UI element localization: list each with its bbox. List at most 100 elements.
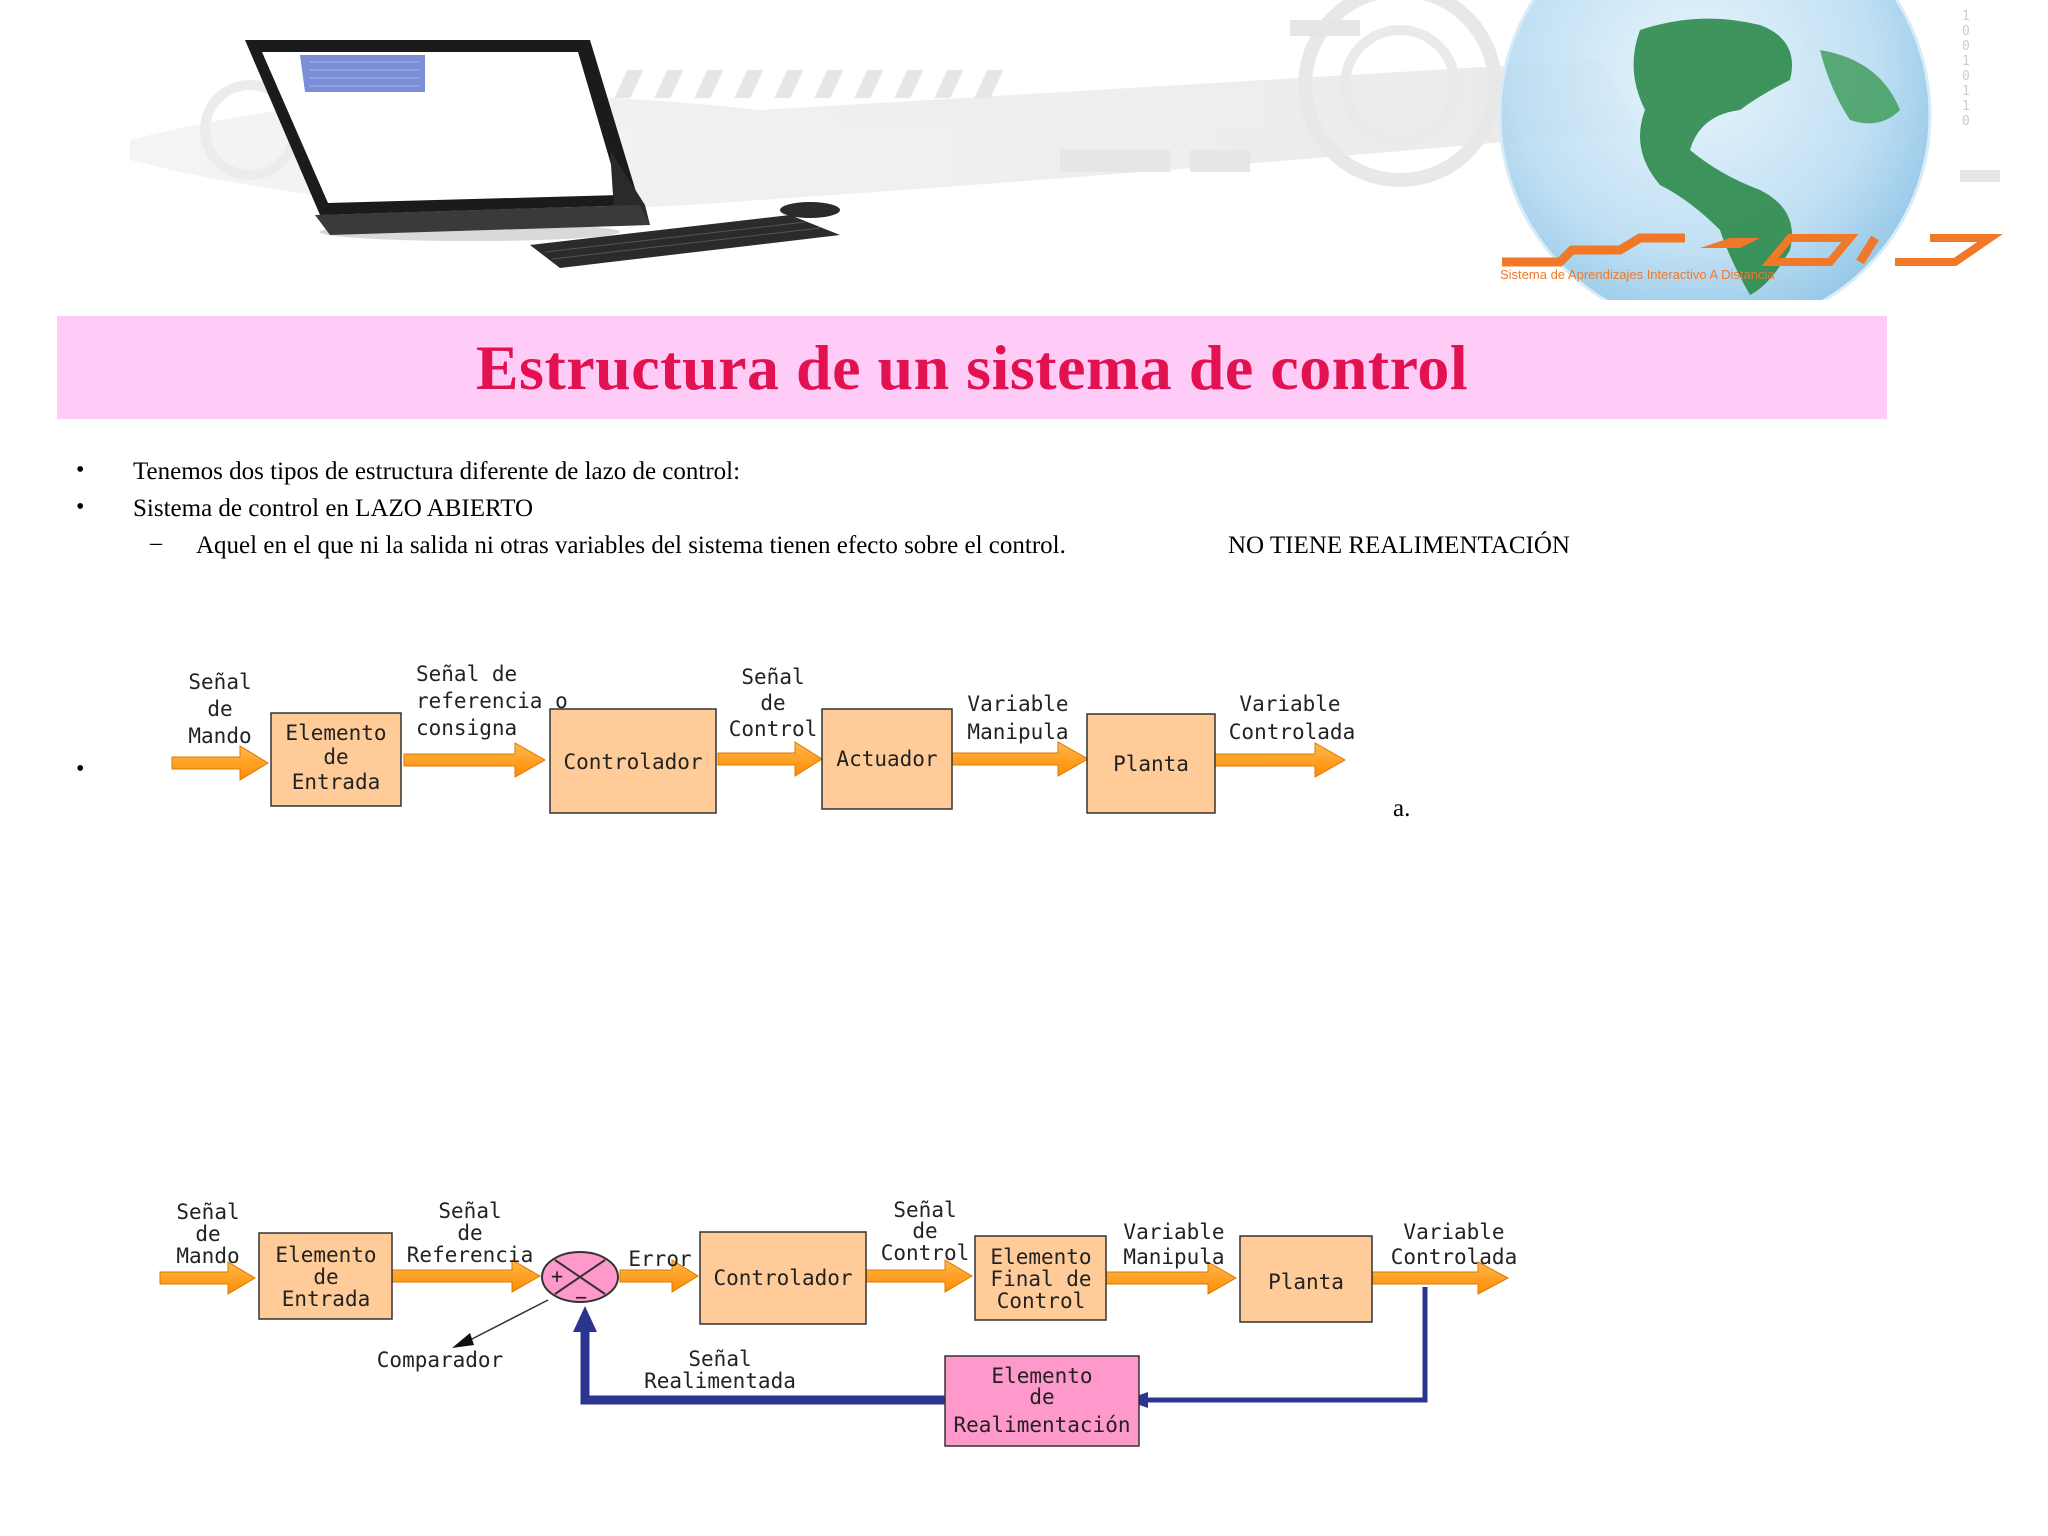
comparator-pointer <box>469 1299 549 1341</box>
label-input: de <box>195 1222 220 1246</box>
globe-icon <box>1498 0 1932 300</box>
label-minus: − <box>575 1285 587 1309</box>
label-reference: Señal de <box>416 662 517 686</box>
bullet-1-text: Tenemos dos tipos de estructura diferent… <box>133 458 741 485</box>
sub-bullet-text: Aquel en el que ni la salida ni otras va… <box>196 532 1066 559</box>
label-manipulated: Manipula <box>967 720 1068 744</box>
bullet-3-fragment: a. <box>1393 795 1411 822</box>
svg-text:0: 0 <box>1962 39 1970 54</box>
label-controlled: Controlada <box>1391 1245 1517 1269</box>
label-reference: Referencia <box>407 1243 533 1267</box>
label-feedback-signal: Señal <box>688 1347 751 1371</box>
arrow-orange <box>619 1259 699 1293</box>
svg-text:1: 1 <box>1962 9 1970 24</box>
feedback-arrowhead <box>573 1306 597 1332</box>
keyboard-icon <box>530 215 840 268</box>
label-manipulated: Manipula <box>1123 1245 1224 1269</box>
label-control-signal: Control <box>881 1241 970 1265</box>
label-final-element: Final de <box>990 1267 1091 1291</box>
bullet-marker: • <box>76 494 85 520</box>
mouse-icon <box>780 202 840 218</box>
svg-text:1: 1 <box>1962 99 1970 114</box>
feedback-element-box <box>944 1355 1140 1447</box>
arrow-orange <box>171 745 269 781</box>
closed-loop-diagram: Señal de Mando Elemento de Entrada Señal… <box>159 1198 1517 1447</box>
actuator-box <box>821 708 953 810</box>
label-feedback-element: Elemento <box>991 1364 1092 1388</box>
svg-text:0: 0 <box>1962 24 1970 39</box>
label-plus: + <box>551 1264 563 1288</box>
label-manipulated: Variable <box>967 692 1068 716</box>
svg-text:0: 0 <box>1962 114 1970 129</box>
label-control-signal: de <box>912 1219 937 1243</box>
final-control-element-box <box>974 1235 1107 1321</box>
label-input-element: Elemento <box>275 1243 376 1267</box>
arrow-orange <box>1371 1261 1510 1295</box>
label-plant: Planta <box>1268 1270 1344 1294</box>
header-banner: 1 0 0 1 0 1 1 0 <box>130 0 2003 300</box>
label-comparator: Comparador <box>377 1348 503 1372</box>
label-error: Error <box>628 1247 691 1271</box>
label-controlled: Variable <box>1239 692 1340 716</box>
label-input-element: Entrada <box>282 1287 371 1311</box>
label-control-signal: de <box>760 691 785 715</box>
arrow-orange <box>159 1261 256 1295</box>
computer-monitor-icon <box>245 40 650 241</box>
label-input: Señal <box>188 670 251 694</box>
saia-logo: Sistema de Aprendizajes Interactivo A Di… <box>1500 233 2003 282</box>
sub-bullet-tag: NO TIENE REALIMENTACIÓN <box>1228 532 1570 559</box>
plant-box <box>1239 1235 1373 1323</box>
plant-box <box>1086 713 1216 814</box>
label-input: de <box>207 697 232 721</box>
label-control-signal: Control <box>729 717 818 741</box>
label-input-element: de <box>313 1265 338 1289</box>
label-input: Mando <box>188 724 251 748</box>
label-reference: referencia o <box>416 689 568 713</box>
label-control-signal: Señal <box>741 665 804 689</box>
slide-title: Estructura de un sistema de control <box>475 331 1469 403</box>
title-band: Estructura de un sistema de control <box>57 316 1887 419</box>
label-controlled: Controlada <box>1229 720 1355 744</box>
open-loop-diagram: Señal de Mando Elemento de Entrada Señal… <box>130 650 1390 825</box>
label-input-element: de <box>323 745 348 769</box>
svg-text:0: 0 <box>1962 69 1970 84</box>
arrow-orange <box>391 1259 542 1293</box>
label-controlled: Variable <box>1403 1220 1504 1244</box>
arrow-orange <box>1214 742 1347 778</box>
feedback-line <box>580 1330 945 1405</box>
arrow-orange <box>951 741 1090 777</box>
label-final-element: Control <box>997 1289 1086 1313</box>
arrow-orange <box>865 1259 973 1293</box>
label-plant: Planta <box>1113 752 1189 776</box>
label-control-signal: Señal <box>893 1198 956 1222</box>
svg-text:Sistema de Aprendizajes Intera: Sistema de Aprendizajes Interactivo A Di… <box>1500 267 1775 282</box>
input-element-box <box>270 712 402 807</box>
comparator-pointer-arrowhead <box>452 1333 474 1348</box>
label-controller: Controlador <box>563 750 702 774</box>
svg-text:1: 1 <box>1962 54 1970 69</box>
controller-box <box>549 708 717 814</box>
label-input: Señal <box>176 1200 239 1224</box>
arrow-orange <box>403 742 547 778</box>
input-element-box <box>258 1232 393 1320</box>
label-input-element: Elemento <box>285 721 386 745</box>
label-input-element: Entrada <box>292 770 381 794</box>
label-manipulated: Variable <box>1123 1220 1224 1244</box>
binary-digits: 1 0 0 1 0 1 1 0 <box>1962 9 1970 129</box>
controller-box <box>699 1231 867 1325</box>
label-actuator: Actuador <box>836 747 937 771</box>
label-reference: de <box>457 1221 482 1245</box>
label-feedback-element: Realimentación <box>953 1413 1130 1437</box>
bullet-2-text: Sistema de control en LAZO ABIERTO <box>133 495 534 522</box>
label-feedback-element: de <box>1029 1385 1054 1409</box>
label-final-element: Elemento <box>990 1245 1091 1269</box>
feedback-line <box>1148 1287 1428 1403</box>
bullet-marker: • <box>76 756 85 782</box>
dash-marker: – <box>150 530 162 556</box>
label-controller: Controlador <box>713 1266 852 1290</box>
arrow-orange <box>717 741 823 777</box>
arrow-orange <box>1105 1261 1238 1295</box>
label-feedback-signal: Realimentada <box>644 1369 796 1393</box>
label-input: Mando <box>176 1244 239 1268</box>
